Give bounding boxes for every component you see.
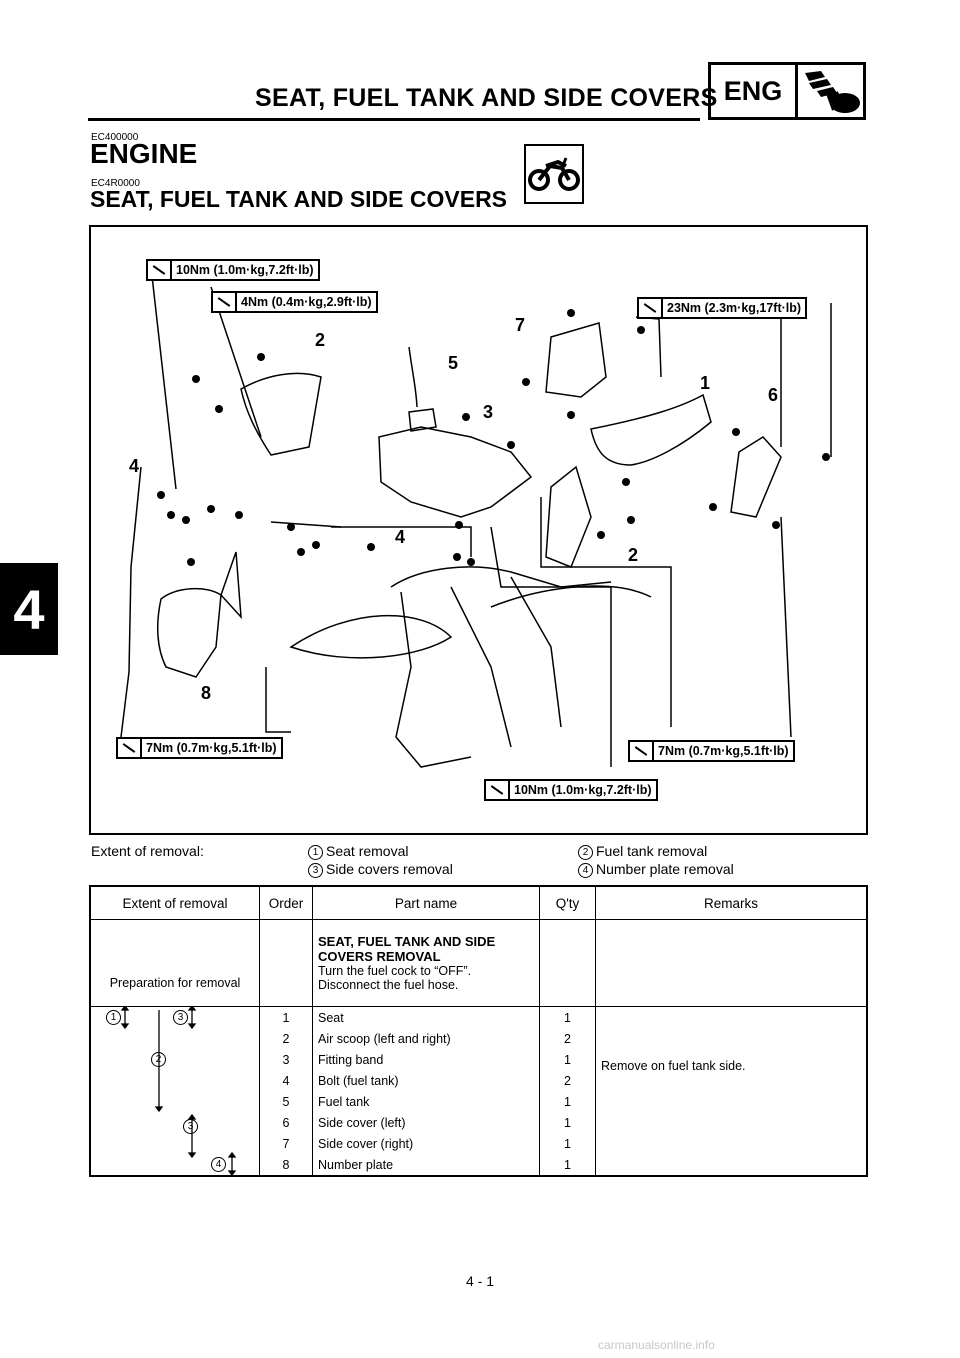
torque-wrench-icon [486, 781, 510, 799]
callout-7: 7 [515, 315, 526, 335]
qty-cell: 2 [539, 1028, 596, 1049]
qty-cell: 1 [539, 1091, 596, 1112]
watermark: carmanualsonline.info [598, 1338, 715, 1352]
section-tag-box: ENG [708, 62, 866, 120]
engine-tool-icon [805, 71, 860, 113]
remarks-cell: Remove on fuel tank side. [595, 1006, 868, 1176]
qty-cell: 1 [539, 1133, 596, 1154]
exploded-parts-drawing [120, 266, 832, 768]
heading-section: SEAT, FUEL TANK AND SIDE COVERS [90, 186, 508, 212]
range-marker: 1 [106, 1010, 121, 1025]
part-cell: Seat [312, 1006, 540, 1028]
qty-cell: 1 [539, 1006, 596, 1028]
callout-2: 2 [315, 330, 326, 350]
part-cell: Number plate [312, 1154, 540, 1176]
callout-4: 4 [395, 527, 406, 547]
callout-8: 8 [201, 683, 212, 703]
table-row: 5 Fuel tank 1 [90, 1091, 867, 1112]
qty-cell: 1 [539, 1154, 596, 1176]
order-cell: 2 [259, 1028, 313, 1049]
order-cell: 3 [259, 1049, 313, 1070]
qty-cell: 1 [539, 1049, 596, 1070]
table-row: 4 Bolt (fuel tank) 2 [90, 1070, 867, 1091]
torque-wrench-icon [630, 742, 654, 760]
removal-table: Extent of removal Order Part name Q'ty R… [89, 885, 868, 1177]
table-row: 1 3 2 3 4 1 Seat 1 Remove on fuel tank s… [89, 1006, 868, 1176]
section-code: EC4R0000 [91, 178, 140, 189]
part-cell: Fuel tank [312, 1091, 540, 1112]
torque-spec: 7Nm (0.7m·kg,5.1ft·lb) [628, 740, 795, 762]
page-number: 4 - 1 [465, 1273, 494, 1289]
engine-code: EC400000 [91, 132, 139, 143]
chapter-tab: 4 [0, 563, 58, 655]
prep-extent: Preparation for removal [89, 919, 260, 1007]
col-remarks: Remarks [595, 885, 868, 920]
col-order: Order [259, 885, 313, 920]
part-cell: Side cover (right) [312, 1133, 540, 1154]
range-markers: 1 3 2 3 4 [89, 1006, 260, 1176]
header-rule [88, 118, 700, 121]
order-cell: 6 [259, 1112, 313, 1133]
torque-wrench-icon [148, 261, 172, 279]
torque-wrench-icon [118, 739, 142, 757]
section-tag: ENG [711, 65, 798, 117]
table-row: 7 Side cover (right) 1 [90, 1133, 867, 1154]
table-header-row: Extent of removal Order Part name Q'ty R… [89, 885, 868, 920]
callout-6: 6 [768, 385, 779, 405]
torque-spec: 10Nm (1.0m·kg,7.2ft·lb) [484, 779, 658, 801]
extent-label: Extent of removal: [91, 843, 204, 859]
col-part: Part name [312, 885, 540, 920]
col-qty: Q'ty [539, 885, 596, 920]
order-cell: 1 [259, 1006, 313, 1028]
torque-spec: 4Nm (0.4m·kg,2.9ft·lb) [211, 291, 378, 313]
order-cell: 8 [259, 1154, 313, 1176]
callout-4: 4 [129, 456, 140, 476]
range-marker: 3 [183, 1119, 198, 1134]
order-cell: 7 [259, 1133, 313, 1154]
torque-wrench-icon [213, 293, 237, 311]
table-row: 2 Air scoop (left and right) 2 [90, 1028, 867, 1049]
table-row: 8 Number plate 1 [90, 1154, 867, 1176]
range-arrows [120, 1007, 237, 1175]
table-row-preparation: Preparation for removal SEAT, FUEL TANK … [89, 919, 868, 1007]
callout-5: 5 [448, 353, 459, 373]
part-cell: Bolt (fuel tank) [312, 1070, 540, 1091]
range-marker: 2 [151, 1052, 166, 1067]
order-cell: 4 [259, 1070, 313, 1091]
prep-part: SEAT, FUEL TANK AND SIDE COVERS REMOVAL … [312, 919, 540, 1007]
exploded-diagram: 10Nm (1.0m·kg,7.2ft·lb) 4Nm (0.4m·kg,2.9… [89, 225, 868, 835]
callout-2: 2 [628, 545, 639, 565]
range-marker: 3 [173, 1010, 188, 1025]
torque-spec: 23Nm (2.3m·kg,17ft·lb) [637, 297, 808, 319]
callout-1: 1 [700, 373, 711, 393]
motorcycle-icon [528, 157, 580, 191]
qty-cell: 1 [539, 1112, 596, 1133]
qty-cell: 2 [539, 1070, 596, 1091]
torque-wrench-icon [639, 299, 663, 317]
torque-spec: 10Nm (1.0m·kg,7.2ft·lb) [146, 259, 320, 281]
callout-3: 3 [483, 402, 494, 422]
col-extent: Extent of removal [89, 885, 260, 920]
part-cell: Air scoop (left and right) [312, 1028, 540, 1049]
table-row: 3 Fitting band 1 [90, 1049, 867, 1070]
page-header-title: SEAT, FUEL TANK AND SIDE COVERS [255, 84, 718, 112]
order-cell: 5 [259, 1091, 313, 1112]
torque-spec: 7Nm (0.7m·kg,5.1ft·lb) [116, 737, 283, 759]
part-cell: Side cover (left) [312, 1112, 540, 1133]
range-marker: 4 [211, 1157, 226, 1172]
heading-engine: ENGINE [90, 138, 198, 169]
table-row: 6 Side cover (left) 1 [90, 1112, 867, 1133]
part-cell: Fitting band [312, 1049, 540, 1070]
motorcycle-icon-box [524, 144, 584, 204]
